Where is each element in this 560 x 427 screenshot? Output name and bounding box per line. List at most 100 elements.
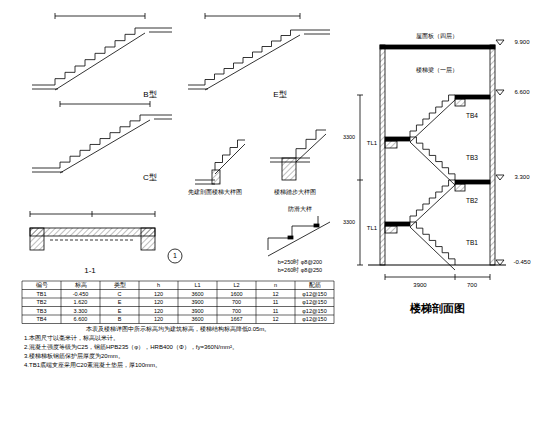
- flight-tb1: [410, 222, 455, 270]
- drawing-label: TL1: [367, 225, 377, 232]
- drawing-label: TB1: [466, 239, 478, 246]
- note-text: 4.TB1底端支座采用C20素混凝土垫层，厚100mm。: [24, 362, 161, 369]
- table-cell: L1: [194, 282, 200, 288]
- drawing-label: TB3: [466, 154, 478, 161]
- table-cell: TB4: [36, 316, 46, 322]
- landing-detail: [195, 170, 220, 184]
- flight-c: [60, 115, 150, 173]
- drawing-title: 楼梯剖面图: [410, 302, 465, 314]
- stair-soffit: [296, 134, 326, 162]
- table-cell: TB1: [36, 291, 46, 297]
- flight-detail-a: [215, 140, 245, 174]
- table-cell: 1.620: [74, 299, 88, 305]
- stair-steps: [410, 137, 455, 180]
- stair-steps: [410, 222, 455, 265]
- table-cell: n: [274, 282, 277, 288]
- table-cell: 类型: [114, 282, 126, 288]
- drawing-label: 先建剖面楼梯大样图: [188, 189, 242, 196]
- table-cell: 120: [154, 299, 163, 305]
- table-cell: 1667: [230, 316, 242, 322]
- drawing-label: b=260时 φ8@250: [278, 267, 322, 273]
- drawing-label: 1-1: [84, 267, 96, 276]
- stair-soffit: [410, 227, 455, 270]
- stair-soffit: [410, 185, 455, 227]
- section-1-1: [30, 211, 155, 250]
- drawing-label: 3300: [343, 219, 355, 225]
- table-cell: 700: [232, 308, 241, 314]
- drawing-label: 3900: [413, 282, 426, 289]
- table-cell: B: [118, 316, 122, 322]
- table-cell: 6.600: [74, 316, 88, 322]
- table-cell: C: [118, 291, 122, 297]
- drawing-label: 楼梯踏步大样图: [274, 189, 316, 196]
- drawing-label: C型: [143, 174, 157, 183]
- table-cell: 3.300: [74, 308, 88, 314]
- table-cell: E: [118, 299, 122, 305]
- note-text: 1.本图尺寸以毫米计，标高以米计。: [24, 335, 119, 342]
- table-cell: 120: [154, 308, 163, 314]
- stair-steps: [55, 28, 145, 85]
- drawing-label: 700: [467, 282, 477, 289]
- stair-steps: [215, 140, 245, 170]
- drawing-label: 屋面板（四层）: [416, 33, 458, 40]
- table-cell: 12: [272, 291, 278, 297]
- stair-steps: [410, 180, 455, 222]
- stair-soffit: [205, 35, 300, 90]
- drawing-label: E型: [273, 91, 286, 100]
- table-cell: h: [157, 282, 160, 288]
- stair-soffit: [60, 120, 150, 173]
- stair-steps: [296, 130, 326, 158]
- step-detail: [270, 158, 310, 180]
- table-cell: TB3: [36, 308, 46, 314]
- drawing-label: 3.300: [514, 174, 529, 181]
- flight-tb3: [410, 137, 455, 185]
- stair-steps: [410, 95, 455, 137]
- stair-soffit: [410, 142, 455, 185]
- drawing-label: TL1: [367, 140, 377, 147]
- table-cell: φ12@150: [302, 316, 326, 322]
- drawing-label: b=250时 φ8@200: [278, 259, 322, 265]
- table-cell: 标高: [75, 282, 87, 288]
- drawing-label: 防滑大样: [288, 206, 312, 213]
- detail-callout-circle: [168, 249, 182, 263]
- table-cell: 配筋: [309, 282, 321, 288]
- table-cell: 120: [154, 291, 163, 297]
- table-cell: -0.450: [73, 291, 89, 297]
- table-cell: 11: [273, 308, 279, 314]
- table-cell: 11: [273, 299, 279, 305]
- table-cell: 编号: [36, 282, 48, 288]
- drawing-label: 1: [173, 252, 177, 260]
- table-cell: 3900: [191, 299, 203, 305]
- stair-steps: [60, 115, 150, 168]
- anti-slip-detail: [268, 216, 330, 256]
- drawing-label: 楼梯梁（一层）: [416, 67, 458, 74]
- stair-steps: [205, 30, 300, 85]
- table-cell: φ12@150: [302, 308, 326, 314]
- flight-tb2: [410, 180, 455, 227]
- stair-soffit: [55, 33, 145, 90]
- table-cell: 1600: [230, 291, 242, 297]
- stair-soffit: [215, 144, 245, 174]
- table-cell: 120: [154, 316, 163, 322]
- flight-tb4: [410, 95, 455, 142]
- drawing-label: 6.600: [514, 89, 529, 96]
- stair-section: [357, 40, 506, 280]
- table-grid: [22, 281, 334, 324]
- table-cell: 3900: [191, 308, 203, 314]
- drawing-label: -0.450: [513, 259, 530, 266]
- note-text: 本表及楼梯详图中所示标高均为建筑标高，楼梯结构标高降低0.05m。: [86, 326, 271, 333]
- table-cell: φ12@150: [302, 299, 326, 305]
- drawing-label: 3300: [343, 134, 355, 140]
- drawing-label: TB4: [466, 112, 478, 119]
- stair-type-c: [32, 101, 172, 172]
- flight-detail-b: [296, 130, 326, 162]
- stair-type-e: [188, 13, 330, 89]
- note-text: 2.混凝土强度等级为C25，钢筋HPB235（φ），HRB400（Φ），fy=3…: [24, 344, 238, 351]
- drawing-label: 9.900: [514, 39, 529, 46]
- note-text: 3.楼梯梯板钢筋保护层厚度为20mm。: [24, 353, 124, 360]
- table-cell: 12: [272, 316, 278, 322]
- table-cell: 3600: [191, 291, 203, 297]
- stair-soffit: [410, 100, 455, 142]
- table-cell: L2: [233, 282, 239, 288]
